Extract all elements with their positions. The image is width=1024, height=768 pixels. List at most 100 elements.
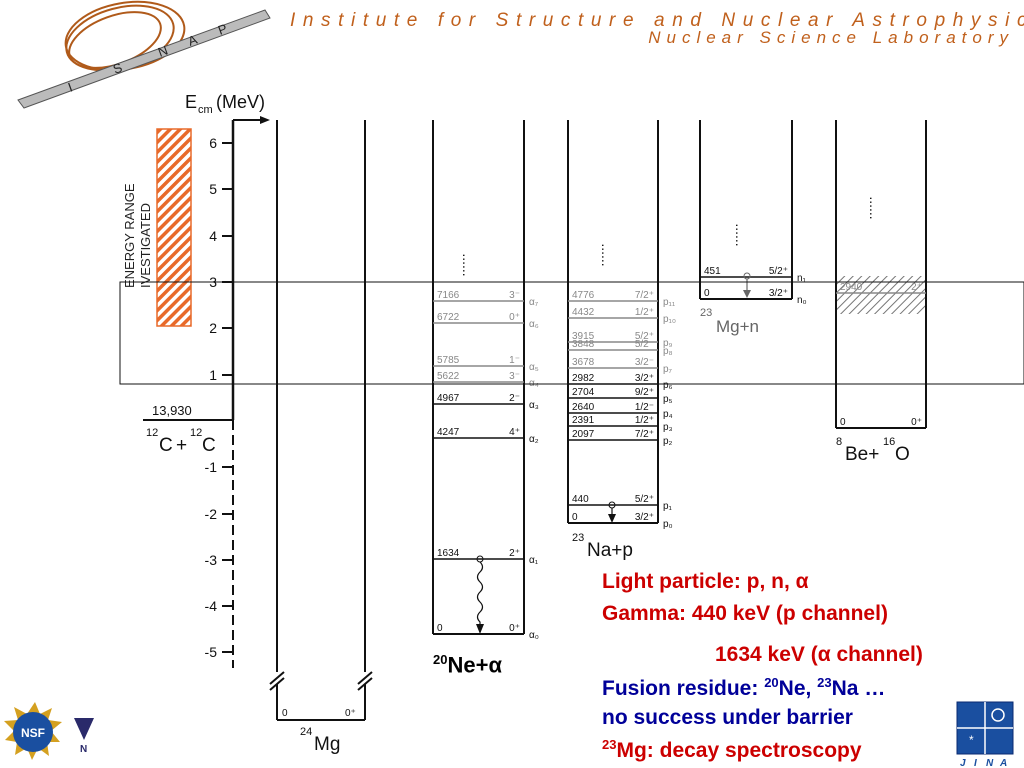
note-gamma-1634: 1634 keV (α channel) [715, 643, 923, 666]
be8-level-energy: 2940 [840, 282, 863, 293]
be8-level-energy: 0 [840, 417, 846, 428]
na23-level-spin: 9/2⁺ [635, 387, 654, 398]
na23-level-spin: 5/2⁻ [635, 339, 654, 350]
svg-text:12: 12 [146, 427, 158, 439]
jina-logo: * J I N A [956, 701, 1014, 768]
be8-box [835, 120, 927, 429]
highlight-rectangle [119, 281, 1024, 385]
ne20-level-spin: 0⁺ [509, 623, 520, 634]
ne20-level-channel: α₅ [529, 362, 539, 373]
energy-range-label-2: IVESTIGATED [138, 203, 153, 288]
na23-level-channel: p₆ [663, 380, 673, 391]
mg24-label: Mg [314, 734, 340, 755]
be8-level-spin: 0⁺ [911, 417, 922, 428]
na23-level-energy: 3915 [572, 331, 595, 342]
mg23-level-channel: n₁ [797, 273, 807, 284]
tick-minus-2: -2 [205, 506, 218, 522]
ne20-level-channel: α₁ [529, 555, 539, 566]
na23-level-energy: 3678 [572, 357, 595, 368]
svg-text:......: ...... [460, 253, 476, 276]
ne20-level-channel: α₆ [529, 319, 539, 330]
na23-level-energy: 0 [572, 512, 578, 523]
ne20-level-channel: α₀ [529, 630, 539, 641]
ne20-level-channel: α₃ [529, 400, 539, 411]
na23-level-energy: 2704 [572, 387, 595, 398]
svg-text:......: ...... [733, 223, 749, 246]
svg-text:8: 8 [836, 436, 842, 448]
tick-minus-5: -5 [205, 644, 218, 660]
svg-text:......: ...... [599, 243, 615, 266]
svg-text:12: 12 [190, 427, 202, 439]
na23-level-channel: p₀ [663, 519, 673, 530]
ne20-level-spin: 1⁻ [509, 355, 520, 366]
energy-range-box [156, 128, 192, 327]
entrance-energy: 13,930 [152, 403, 192, 418]
svg-text:*: * [969, 733, 974, 747]
note-fusion-residue: Fusion residue: 20Ne, 23Na … [602, 675, 886, 700]
ne20-level-spin: 2⁻ [509, 393, 520, 404]
ne20-level-energy: 4967 [437, 393, 460, 404]
na23-level-energy: 3848 [572, 339, 595, 350]
na23-level-spin: 1/2⁻ [635, 402, 654, 413]
na23-level-channel: p₁ [663, 501, 673, 512]
ne20-level-spin: 4⁺ [509, 427, 520, 438]
mg23-mass: 23 [700, 307, 712, 319]
ne20-level-spin: 2⁺ [509, 548, 520, 559]
ne20-level-energy: 6722 [437, 312, 460, 323]
gamma-1634-arrow [476, 561, 484, 632]
be8-levels: 2940 2⁺ 0 0⁺ [836, 282, 926, 429]
axis-title-sub: cm [198, 104, 213, 116]
note-gamma-440: Gamma: 440 keV (p channel) [602, 602, 888, 625]
laboratory-subtitle: Nuclear Science Laboratory [648, 28, 1014, 47]
mg23-level-channel: n₀ [797, 295, 807, 306]
mg24-mass: 24 [300, 726, 312, 738]
mg24-box [269, 120, 373, 721]
na23-level-energy: 2982 [572, 373, 595, 384]
na23-level-spin: 7/2⁺ [635, 290, 654, 301]
ne20-level-spin: 0⁺ [509, 312, 520, 323]
svg-text:I: I [974, 758, 977, 768]
svg-text:C: C [159, 435, 173, 456]
ne20-label: 20Ne+α [433, 652, 502, 678]
note-barrier: no success under barrier [602, 706, 853, 729]
ne20-level-energy: 5785 [437, 355, 460, 366]
svg-text:16: 16 [883, 436, 895, 448]
nsf-logo: NSF N [4, 702, 94, 760]
na23-level-spin: 3/2⁻ [635, 357, 654, 368]
tick-4: 4 [209, 228, 217, 244]
na23-level-channel: p₁₁ [663, 297, 676, 308]
note-light-particle: Light particle: p, n, α [602, 570, 809, 593]
svg-text:N: N [80, 744, 87, 755]
tick-5: 5 [209, 181, 217, 197]
na23-level-spin: 7/2⁺ [635, 429, 654, 440]
na23-level-energy: 4432 [572, 307, 595, 318]
na23-level-energy: 2640 [572, 402, 595, 413]
na23-level-energy: 2097 [572, 429, 595, 440]
be8-level-spin: 2⁺ [911, 282, 922, 293]
tick-minus-1: -1 [205, 459, 218, 475]
svg-text:C: C [202, 435, 216, 456]
energy-range-label-1: ENERGY RANGE [122, 183, 137, 288]
na23-level-energy: 440 [572, 494, 589, 505]
na23-level-channel: p₈ [663, 346, 673, 357]
svg-text:J: J [960, 758, 966, 768]
svg-text:0: 0 [282, 708, 288, 719]
svg-text:......: ...... [867, 196, 883, 219]
na23-level-spin: 3/2⁺ [635, 512, 654, 523]
mg23-level-energy: 0 [704, 288, 710, 299]
na23-box [567, 120, 659, 524]
mg23-level-spin: 5/2⁺ [769, 266, 788, 277]
na23-level-energy: 2391 [572, 415, 595, 426]
na23-level-energy: 4776 [572, 290, 595, 301]
ne20-level-energy: 4247 [437, 427, 460, 438]
ne20-level-energy: 0 [437, 623, 443, 634]
tick-6: 6 [209, 135, 217, 151]
mg23-level-energy: 451 [704, 266, 721, 277]
axis-title-unit: (MeV) [216, 92, 265, 112]
be8-label: Be+ [845, 444, 879, 465]
ne20-level-channel: α₇ [529, 297, 539, 308]
tick-minus-4: -4 [205, 598, 218, 614]
axis-ticks [222, 142, 233, 653]
axis-title: E [185, 92, 197, 112]
